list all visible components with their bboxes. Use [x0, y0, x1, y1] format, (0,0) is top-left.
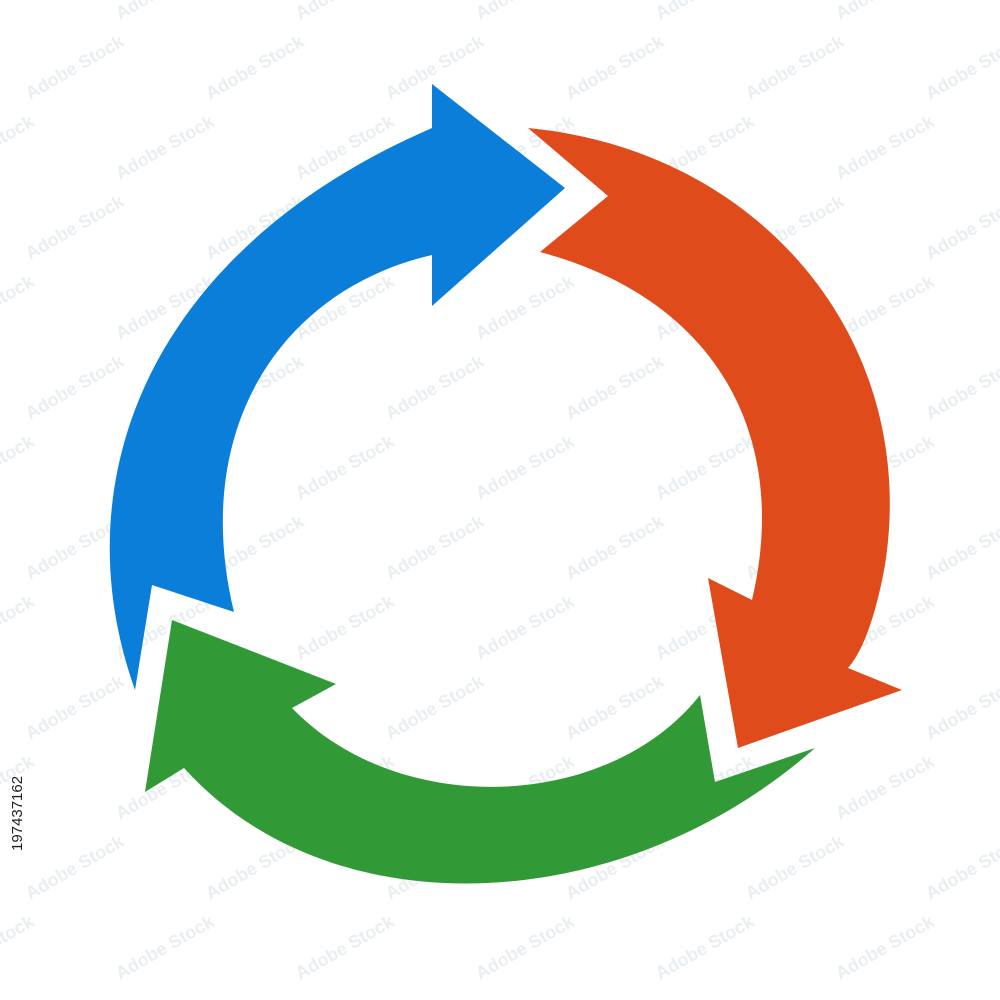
cycle-arrow-blue-icon [109, 84, 566, 690]
stock-image-id: 197437162 [9, 775, 26, 851]
cycle-arrow-green-icon [145, 620, 815, 884]
cycle-arrow-orange-icon [528, 128, 902, 748]
